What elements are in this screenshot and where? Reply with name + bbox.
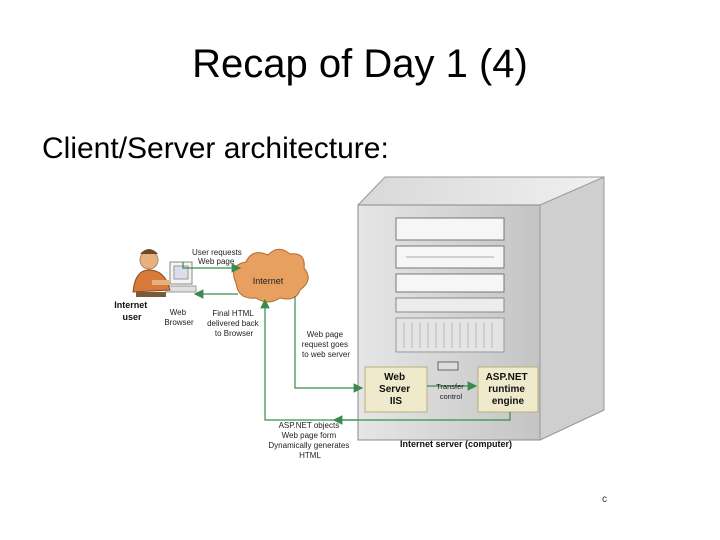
- internet-server-label: Internet server (computer): [400, 439, 512, 449]
- html-return-arrow: [260, 298, 511, 421]
- aspnet-engine-label: ASP.NET runtime engine: [486, 372, 531, 407]
- aspnet-objects-label: ASP.NET objects Web page form Dynamicall…: [268, 421, 351, 460]
- user-icon: [132, 249, 197, 297]
- transfer-label: Transfer control: [436, 382, 466, 401]
- internet-user-label: Internet user: [114, 300, 150, 322]
- slide-title: Recap of Day 1 (4): [192, 42, 528, 86]
- web-browser-label: Web Browser: [164, 308, 194, 327]
- request-arrow: [182, 262, 242, 273]
- page-number: c: [602, 494, 607, 505]
- web-server-label: Web Server IIS: [379, 372, 413, 407]
- web-page-request-label: Web page request goes to web server: [302, 330, 351, 359]
- final-html-label: Final HTML delivered back to Browser: [207, 309, 261, 338]
- user-requests-label: User requests Web page: [192, 248, 244, 266]
- to-web-server-arrow: [294, 296, 364, 393]
- web-server-box: [364, 366, 428, 413]
- aspnet-engine-box: [477, 366, 539, 413]
- slide-subtitle: Client/Server architecture:: [42, 132, 389, 165]
- internet-label: Internet: [253, 276, 284, 286]
